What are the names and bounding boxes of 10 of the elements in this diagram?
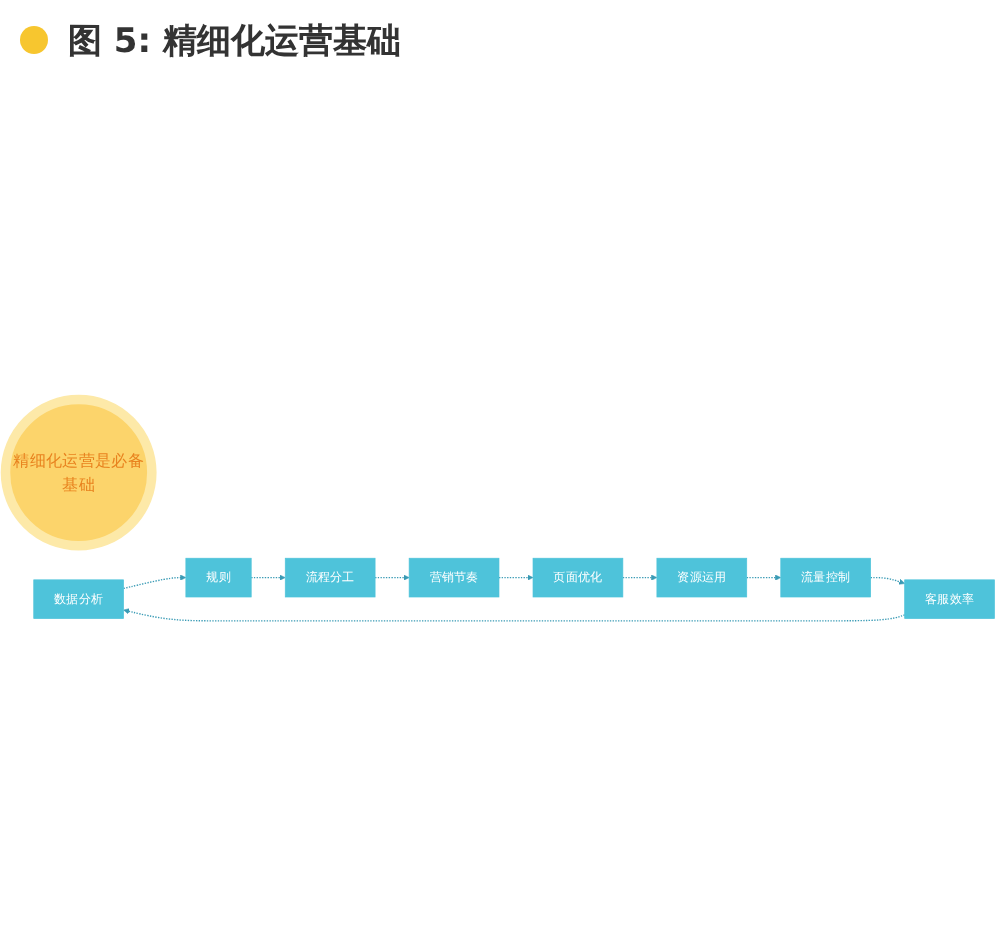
arrow	[746, 574, 782, 581]
arrow	[123, 608, 906, 622]
node-circle: 精细化运营是必备基础	[0, 394, 157, 551]
arrow	[122, 574, 187, 589]
arrow	[374, 574, 410, 581]
arrow	[622, 574, 658, 581]
arrow	[498, 574, 534, 581]
arrow	[250, 574, 286, 581]
title: 图 5: 精细化运营基础	[68, 19, 401, 63]
arrow	[869, 576, 905, 585]
